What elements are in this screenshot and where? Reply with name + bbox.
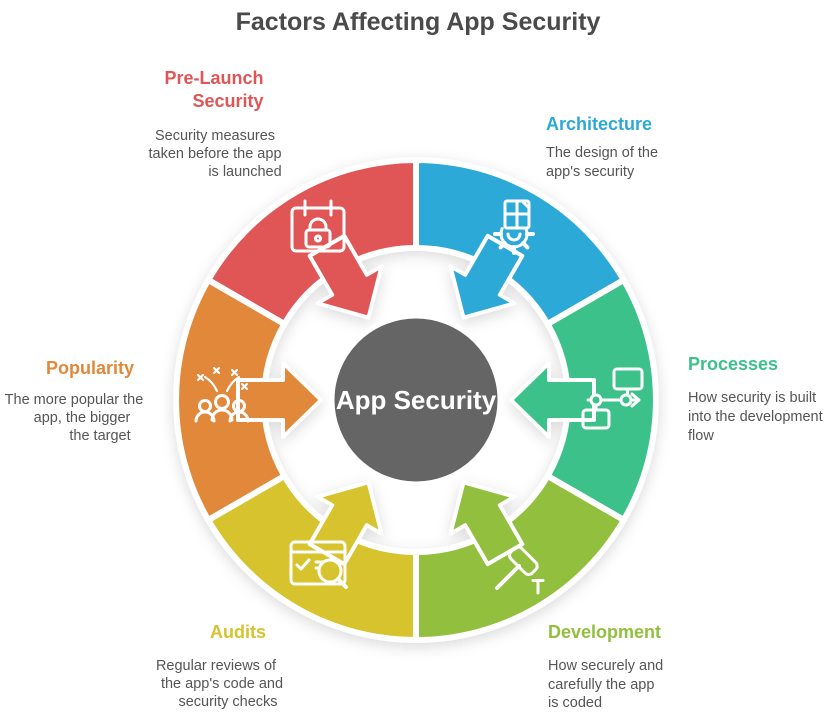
center-circle [329, 313, 503, 487]
inward-arrows [236, 233, 596, 567]
segment-desc-line: app's security [546, 164, 635, 180]
segment-desc-line: The design of the [546, 145, 658, 161]
segment-architecture [413, 157, 627, 327]
segment-desc-line: the target [69, 428, 130, 444]
segment-desc-line: flow [688, 428, 714, 444]
callout-popularity: Popularity The more popular the app, the… [5, 358, 144, 444]
segment-desc-line: app, the bigger [34, 410, 131, 426]
arrow-architecture [448, 233, 525, 320]
segment-popularity [173, 277, 288, 523]
segment-desc-line: Security measures [155, 128, 275, 144]
segment-label: Pre-Launch [164, 68, 263, 88]
arrow-audits [307, 480, 384, 567]
segment-desc-line: into the development [688, 409, 823, 425]
callout-pre-launch-security: Pre-Launch Security Security measures ta… [148, 68, 281, 180]
segment-desc-line: How securely and [548, 658, 663, 674]
hammer-icon [495, 545, 545, 595]
segment-audits [205, 473, 419, 643]
segment-development [413, 473, 627, 643]
segment-label: Development [548, 622, 661, 642]
segment-desc-line: carefully the app [548, 677, 654, 693]
callout-development: Development How securely and carefully t… [548, 622, 663, 711]
segment-label: Audits [210, 622, 266, 642]
page-title: Factors Affecting App Security [236, 8, 601, 36]
callout-architecture: Architecture The design of the app's sec… [546, 114, 658, 180]
segment-label: Processes [688, 354, 778, 374]
segment-desc-line: The more popular the [5, 392, 144, 408]
segment-label: Security [192, 91, 263, 111]
segment-desc-line: is coded [548, 695, 602, 711]
segment-desc-line: How security is built [688, 390, 816, 406]
gear-document-icon [493, 199, 535, 255]
callout-processes: Processes How security is built into the… [688, 354, 823, 444]
arrow-development [448, 480, 525, 567]
people-celebration-icon [194, 366, 250, 423]
segmented-ring [173, 157, 659, 643]
callout-audits: Audits Regular reviews of the app's code… [156, 622, 283, 710]
calendar-lock-icon [290, 199, 346, 253]
segment-desc-line: the app's code and [161, 676, 283, 692]
browser-check-search-icon [289, 540, 348, 589]
segment-desc-line: taken before the app [148, 146, 281, 162]
segment-desc-line: security checks [178, 694, 277, 710]
flowchart-icon [581, 367, 644, 430]
segment-desc-line: Regular reviews of [156, 658, 277, 674]
segment-label: Architecture [546, 114, 652, 134]
segment-desc-line: is launched [208, 164, 281, 180]
segment-label: Popularity [46, 358, 134, 378]
center-label: App Security [336, 385, 497, 415]
